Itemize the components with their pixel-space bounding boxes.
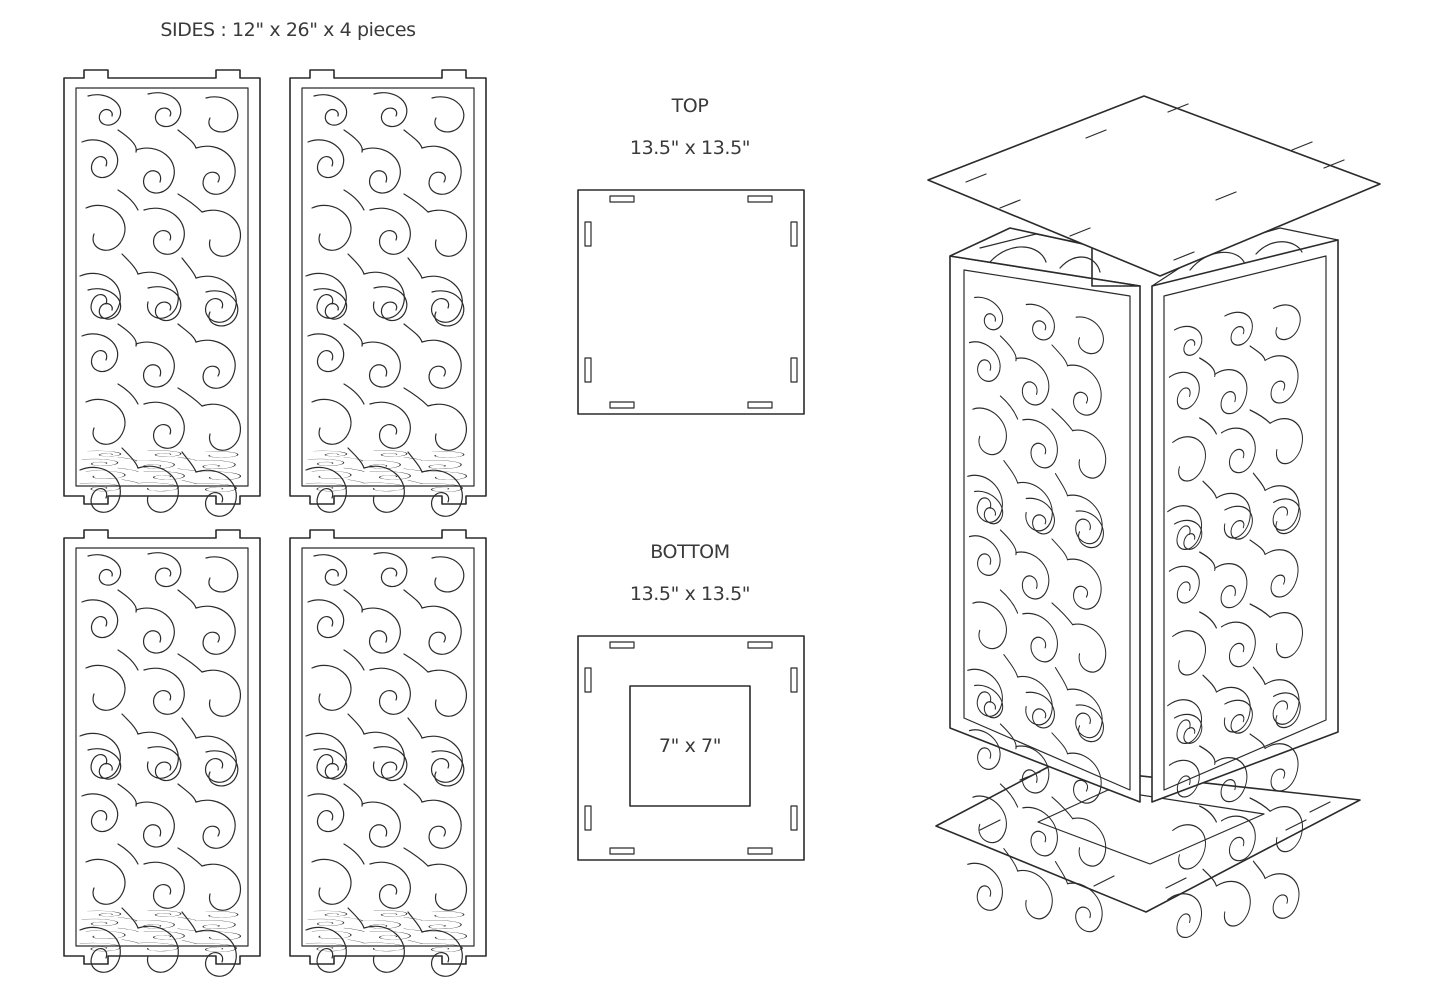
bottom-title: BOTTOM — [650, 541, 729, 563]
iso-bottom-plate — [935, 765, 1361, 913]
side-panel-1 — [64, 70, 260, 516]
top-dimensions: 13.5" x 13.5" — [630, 137, 750, 159]
bottom-piece — [577, 635, 805, 861]
bottom-cutout-label: 7" x 7" — [659, 735, 721, 757]
side-panel-4 — [290, 530, 486, 976]
iso-left-face — [949, 255, 1141, 936]
iso-top-plate — [927, 95, 1381, 277]
assembled-lamp — [927, 95, 1381, 947]
top-title: TOP — [671, 95, 709, 117]
side-panel-2 — [290, 70, 486, 516]
bottom-cutout — [629, 685, 751, 807]
sides-label: SIDES : 12" x 26" x 4 pieces — [160, 19, 415, 41]
iso-back-panels — [949, 227, 1339, 287]
iso-right-face — [1151, 239, 1339, 947]
side-panel-3 — [64, 530, 260, 976]
top-piece — [577, 189, 805, 415]
bottom-dimensions: 13.5" x 13.5" — [630, 583, 750, 605]
